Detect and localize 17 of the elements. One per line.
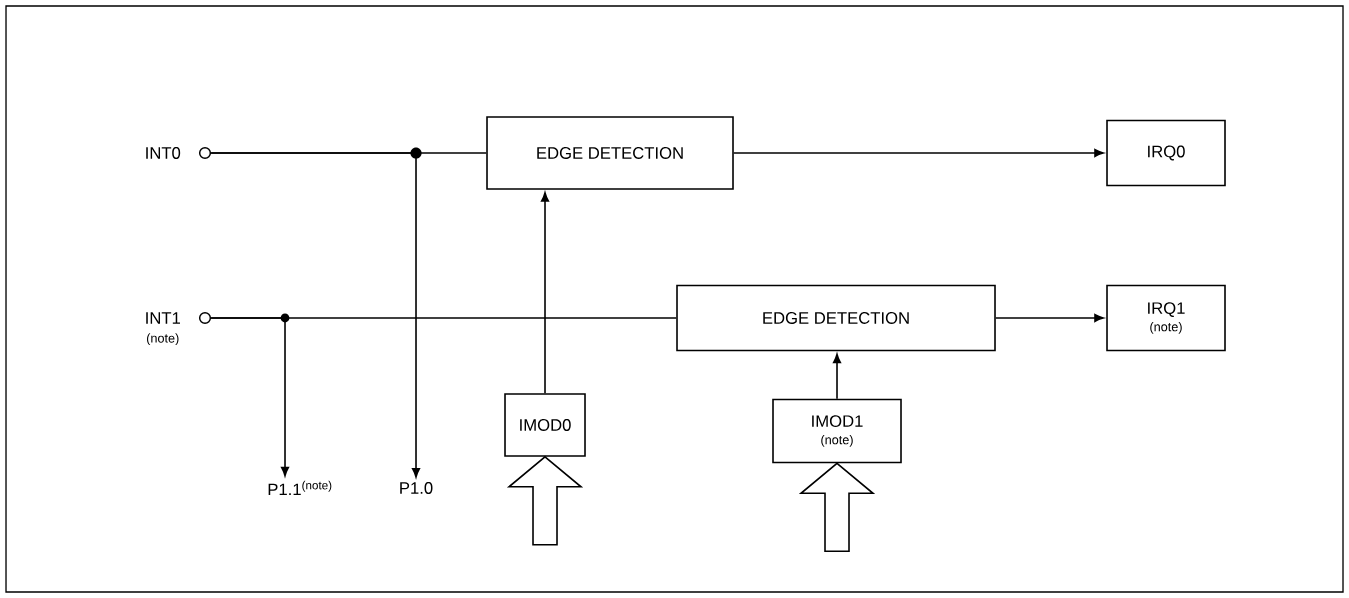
arrow (210, 152, 421, 478)
block-box: EDGE DETECTION (676, 284, 996, 352)
arrow (832, 353, 842, 400)
pin-label: INT1 (146, 312, 180, 324)
arrow (210, 317, 290, 477)
block-box: IRQ0 (1106, 119, 1226, 187)
note-label: (note) (147, 333, 179, 346)
signal-label: P1.1$^{(note)}$ (268, 480, 332, 496)
arrow (995, 313, 1104, 323)
signal-label: P1.0 (400, 482, 433, 494)
block-box: IMOD0 (504, 393, 586, 457)
pin-label: INT0 (146, 147, 181, 159)
arrow (540, 192, 550, 394)
block-box: IMOD1 (note) (772, 398, 902, 464)
arrow (733, 148, 1104, 158)
block-box: IRQ1 (note) (1106, 284, 1226, 352)
block-box: EDGE DETECTION (486, 116, 734, 190)
